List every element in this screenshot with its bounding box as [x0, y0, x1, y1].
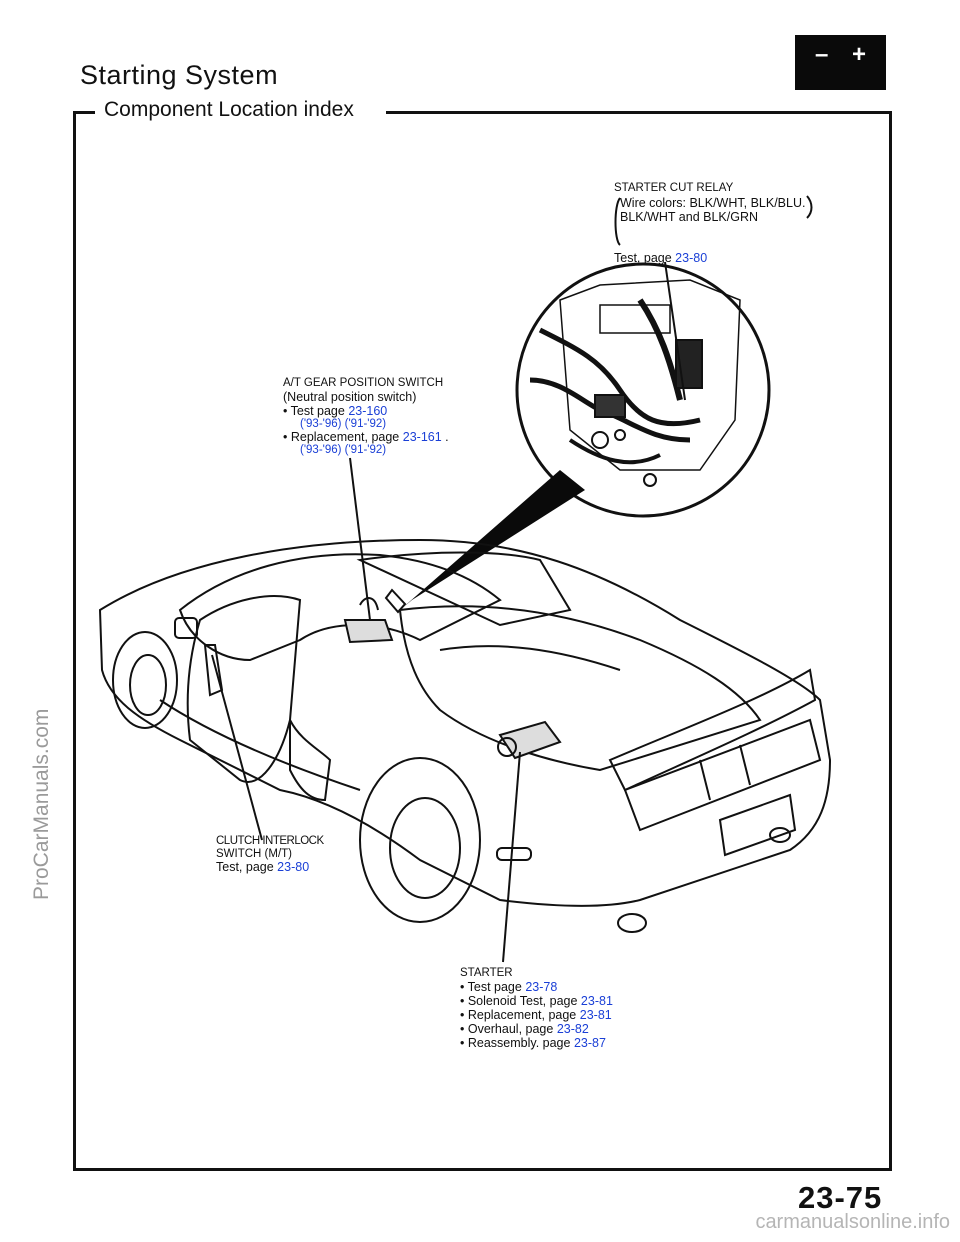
at-switch-replacement: • Replacement, page 23-161 .	[283, 430, 449, 444]
page-title: Starting System	[80, 60, 279, 90]
at-switch-subtitle: (Neutral position switch)	[283, 390, 417, 404]
starter-item-label: • Solenoid Test, page	[460, 994, 578, 1008]
leader-lines	[211, 261, 686, 963]
relay-wire-colors-2: BLK/WHT and BLK/GRN	[620, 210, 759, 224]
relay-test-label: Test, page	[614, 251, 672, 265]
starter-item-page-link[interactable]: 23-78	[525, 980, 558, 994]
clutch-test-label: Test, page	[216, 860, 274, 874]
frame-top-right-line	[386, 111, 889, 114]
relay-wire-colors-1: Wire colors: BLK/WHT, BLK/BLU.	[620, 196, 806, 210]
clutch-test-page-link[interactable]: 23-80	[277, 860, 310, 874]
relay-detail-circle	[515, 262, 771, 518]
at-switch-replacement-years: ('93-'96) ('91-'92)	[300, 444, 387, 456]
battery-positive-symbol: +	[852, 41, 867, 68]
at-switch-test-label: • Test page	[283, 404, 345, 418]
at-switch-test-years: ('93-'96) ('91-'92)	[300, 418, 387, 430]
starter-item-label: • Reassembly. page	[460, 1036, 571, 1050]
clutch-title-2: SWITCH (M/T)	[216, 848, 293, 860]
starter-item-page-link[interactable]: 23-81	[579, 1008, 612, 1022]
clutch-title-1: CLUTCH INTERLOCK	[216, 835, 324, 847]
relay-test-page-link[interactable]: 23-80	[675, 251, 708, 265]
starter-item-solenoid-test: • Solenoid Test, page 23-81	[460, 994, 613, 1008]
detail-pointer-wedge	[400, 470, 585, 610]
frame-top-left-line	[73, 111, 95, 114]
at-switch-replacement-suffix: .	[445, 430, 449, 444]
page-number: 23-75	[798, 1180, 883, 1215]
battery-icon: – +	[795, 35, 886, 90]
at-switch-replacement-label: • Replacement, page	[283, 430, 400, 444]
relay-label-brackets	[614, 195, 813, 246]
starter-item-page-link[interactable]: 23-81	[580, 994, 613, 1008]
starter-item-label: • Replacement, page	[460, 1008, 577, 1022]
at-switch-title: A/T GEAR POSITION SWITCH	[283, 377, 444, 389]
footer-site: carmanualsonline.info	[755, 1211, 950, 1233]
car-body	[98, 538, 832, 933]
starter-title: STARTER	[460, 967, 513, 979]
at-switch-test-page-link[interactable]: 23-160	[348, 404, 388, 418]
starter-item-replacement: • Replacement, page 23-81	[460, 1008, 612, 1022]
at-switch-test: • Test page 23-160	[283, 404, 387, 418]
starter-item-test: • Test page 23-78	[460, 980, 557, 994]
at-switch-replacement-page-link[interactable]: 23-161	[402, 430, 442, 444]
diagram-frame	[73, 111, 892, 1171]
starter-item-page-link[interactable]: 23-82	[556, 1022, 589, 1036]
relay-test: Test, page 23-80	[614, 251, 707, 265]
clutch-test: Test, page 23-80	[216, 860, 309, 874]
starter-item-label: • Test page	[460, 980, 522, 994]
starter-item-overhaul: • Overhaul, page 23-82	[460, 1022, 589, 1036]
section-subtitle: Component Location index	[104, 98, 354, 121]
starter-item-page-link[interactable]: 23-87	[573, 1036, 606, 1050]
battery-negative-symbol: –	[815, 41, 829, 68]
relay-title: STARTER CUT RELAY	[614, 182, 734, 194]
starter-item-reassembly: • Reassembly. page 23-87	[460, 1036, 606, 1050]
watermark: ProCarManuals.com	[30, 708, 53, 900]
starter-item-label: • Overhaul, page	[460, 1022, 554, 1036]
